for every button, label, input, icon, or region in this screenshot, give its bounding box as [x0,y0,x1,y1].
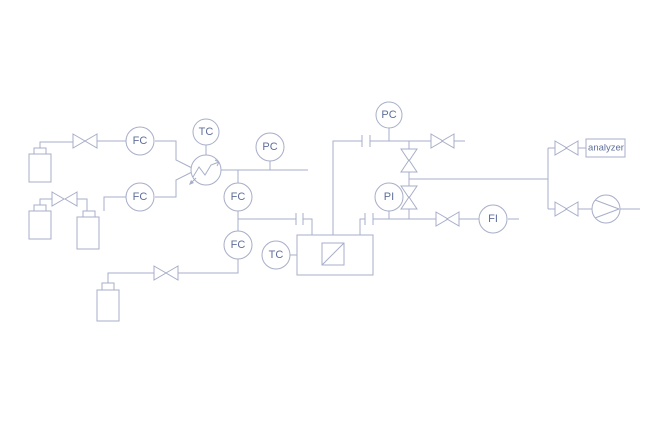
flange-top-line [361,135,371,147]
pump-icon[interactable] [591,194,621,224]
instrument-tc-reactor[interactable]: TC [261,240,291,270]
instrument-tc-top-label: TC [199,126,214,138]
instrument-pc-right[interactable]: PC [375,101,403,129]
instrument-fc-1[interactable]: FC [125,126,155,156]
instrument-pc-mid-label: PC [262,141,277,153]
instrument-fc-3-label: FC [231,191,246,203]
valve-cylinder-4[interactable] [153,265,179,281]
gas-cylinder-2 [28,204,52,240]
instrument-pi[interactable]: PI [374,182,404,212]
flange-reactor-inlet [295,213,304,225]
heat-exchanger-icon [189,154,222,186]
gas-cylinder-1 [28,147,52,183]
valve-analyzer[interactable] [554,140,579,156]
instrument-tc-top[interactable]: TC [192,118,220,146]
valve-vertical-upper[interactable] [400,148,418,173]
valve-vertical-lower[interactable] [400,185,418,210]
valve-pc-outlet[interactable] [430,133,455,149]
instrument-fc-2[interactable]: FC [125,182,155,212]
instrument-tc-reactor-label: TC [269,249,284,261]
instrument-fc-3[interactable]: FC [223,182,253,212]
analyzer-label: analyzer [588,143,624,154]
instrument-fc-2-label: FC [133,191,148,203]
instrument-pi-label: PI [384,191,394,203]
valve-fi-inlet[interactable] [435,211,460,227]
gas-cylinder-3 [76,210,100,250]
gas-cylinder-4 [96,282,120,322]
valve-cylinder-1[interactable] [72,133,98,149]
valve-pump[interactable] [554,201,579,217]
instrument-pc-mid[interactable]: PC [255,132,285,162]
instrument-pc-right-label: PC [381,109,396,121]
instrument-fc-1-label: FC [133,135,148,147]
reactor-furnace [296,234,374,276]
instrument-fi[interactable]: FI [478,204,508,234]
analyzer[interactable]: analyzer [585,138,626,158]
flange-reactor-outlet [364,213,374,225]
instrument-fc-4[interactable]: FC [223,230,253,260]
instrument-fc-4-label: FC [231,239,246,251]
valve-cylinder-2[interactable] [51,191,78,207]
instrument-fi-label: FI [488,213,498,225]
